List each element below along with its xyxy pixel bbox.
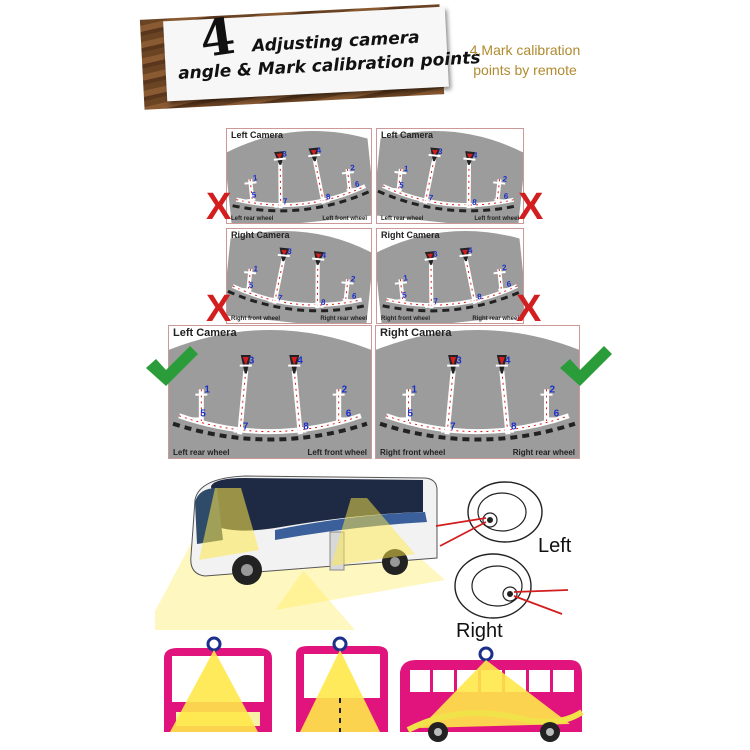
panel-right-camera-correct: 1 2 3 4 5 6 7 8 Right Camera Right front wheel R… [375, 325, 580, 459]
svg-text:2: 2 [550, 385, 556, 396]
camera-view: 1 2 3 4 5 6 7 8 [227, 231, 371, 323]
svg-text:7: 7 [283, 197, 289, 206]
wheel-caption: Left rear wheel [173, 448, 230, 457]
svg-text:1: 1 [204, 385, 210, 396]
svg-text:8: 8 [511, 422, 517, 433]
svg-text:7: 7 [450, 422, 456, 433]
svg-text:4: 4 [468, 246, 474, 255]
svg-text:2: 2 [350, 163, 356, 172]
svg-text:2: 2 [350, 274, 356, 283]
panel-title: Left Camera [231, 130, 284, 140]
svg-text:7: 7 [243, 422, 249, 433]
camera-view: 1 2 3 4 5 6 7 8 [377, 231, 523, 323]
wheel-caption: Right rear wheel [512, 448, 575, 457]
svg-text:8: 8 [472, 198, 478, 207]
wrong-mark: X [516, 288, 542, 330]
svg-text:1: 1 [403, 164, 409, 173]
svg-text:5: 5 [399, 181, 405, 190]
camera-view: 1 2 3 4 5 6 7 8 [169, 329, 371, 458]
svg-text:3: 3 [249, 356, 255, 367]
svg-text:5: 5 [251, 190, 257, 199]
wheel-caption: Left front wheel [474, 216, 519, 222]
svg-text:5: 5 [248, 281, 254, 290]
wheel-caption: Right rear wheel [320, 316, 367, 322]
svg-text:6: 6 [346, 408, 352, 419]
wrong-mark: X [518, 186, 544, 228]
svg-text:4: 4 [321, 250, 327, 259]
wheel-caption: Left front wheel [307, 448, 367, 457]
svg-text:1: 1 [403, 273, 409, 282]
svg-text:3: 3 [438, 147, 444, 156]
wrong-mark: X [206, 186, 232, 228]
wheel-caption: Right rear wheel [472, 316, 519, 322]
svg-text:2: 2 [502, 263, 508, 272]
svg-text:6: 6 [506, 279, 512, 288]
svg-text:7: 7 [278, 293, 284, 302]
svg-text:4: 4 [505, 356, 511, 367]
panel-left-camera-wrong-1: 1 2 3 4 5 6 7 8 Left Camera Left rear wheel Left… [226, 128, 372, 224]
svg-text:6: 6 [355, 179, 361, 188]
svg-text:1: 1 [253, 173, 259, 182]
svg-text:3: 3 [287, 247, 293, 256]
svg-text:1: 1 [411, 385, 417, 396]
svg-text:5: 5 [407, 408, 413, 419]
svg-text:8: 8 [325, 192, 331, 201]
svg-text:4: 4 [316, 146, 322, 155]
svg-text:3: 3 [282, 149, 288, 158]
wheel-caption: Right front wheel [231, 316, 280, 322]
svg-text:4: 4 [472, 150, 478, 159]
bus-rear-view [296, 636, 388, 732]
svg-text:2: 2 [342, 385, 348, 396]
camera-view: 1 2 3 4 5 6 7 8 [376, 329, 579, 458]
svg-text:8: 8 [303, 422, 309, 433]
wheel-caption: Left rear wheel [231, 216, 274, 222]
check-mark-icon [146, 346, 198, 386]
panel-right-camera-wrong-2: 1 2 3 4 5 6 7 8 Right Camera Right front wheel R… [376, 228, 524, 324]
svg-text:1: 1 [253, 264, 259, 273]
svg-text:2: 2 [502, 174, 508, 183]
svg-text:6: 6 [503, 192, 509, 201]
panel-left-camera-correct: 1 2 3 4 5 6 7 8 Left Camera Left rear wheel Left… [168, 325, 372, 459]
panel-title: Right Camera [381, 230, 440, 240]
svg-text:5: 5 [200, 408, 206, 419]
check-mark-icon [560, 346, 612, 386]
left-label: Left [538, 535, 572, 557]
svg-text:6: 6 [352, 291, 358, 300]
wrong-mark: X [206, 288, 232, 330]
bus-views-illustration [164, 636, 584, 742]
side-note-line-2: points by remote [473, 62, 577, 78]
svg-text:7: 7 [428, 193, 434, 202]
wheel-caption: Left rear wheel [381, 216, 424, 222]
panel-title: Right Camera [231, 230, 290, 240]
camera-orientation-diagram [435, 481, 569, 619]
right-label: Right [456, 620, 503, 642]
wheel-caption: Left front wheel [322, 216, 367, 222]
panel-title: Left Camera [381, 130, 434, 140]
svg-text:4: 4 [297, 356, 303, 367]
panel-title: Right Camera [380, 327, 452, 339]
svg-text:3: 3 [456, 356, 462, 367]
svg-text:3: 3 [433, 249, 439, 258]
svg-text:8: 8 [321, 298, 327, 307]
camera-view: 1 2 3 4 5 6 7 8 [227, 131, 371, 223]
panel-right-camera-wrong-1: 1 2 3 4 5 6 7 8 Right Camera Right front wheel R… [226, 228, 372, 324]
svg-text:7: 7 [433, 297, 439, 306]
wheel-caption: Right front wheel [380, 448, 446, 457]
camera-view: 1 2 3 4 5 6 7 8 [377, 131, 523, 223]
coach-bus-illustration [155, 475, 445, 630]
panel-title: Left Camera [173, 327, 237, 339]
svg-text:6: 6 [554, 408, 560, 419]
bus-side-view [400, 646, 584, 742]
panel-left-camera-wrong-2: 1 2 3 4 5 6 7 8 Left Camera Left rear wheel Left… [376, 128, 524, 224]
side-note-line-1: 4.Mark calibration [469, 42, 581, 58]
svg-text:8: 8 [477, 292, 483, 301]
bus-front-view [164, 636, 272, 732]
svg-text:5: 5 [402, 290, 408, 299]
wheel-caption: Right front wheel [381, 316, 430, 322]
side-note: 4.Mark calibration points by remote [460, 40, 590, 80]
